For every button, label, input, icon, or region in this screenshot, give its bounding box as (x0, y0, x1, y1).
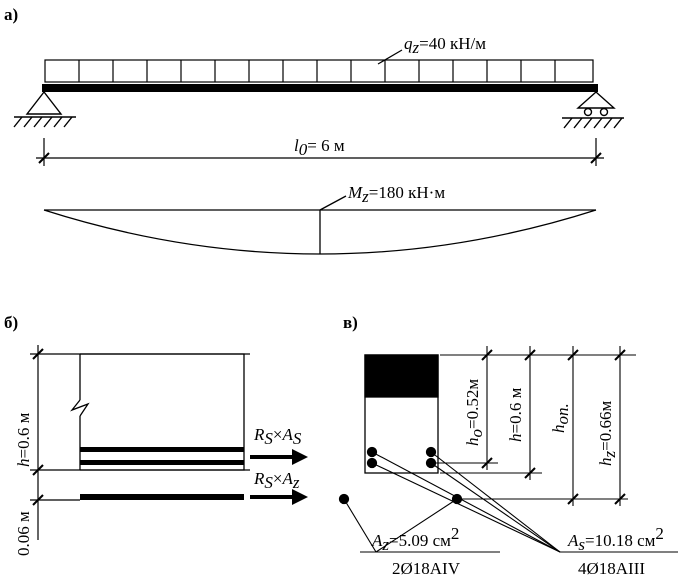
span-label: l0= 6 м (294, 136, 345, 159)
az-bars-label: 2Ø18AIV (392, 559, 461, 578)
az-label: Az=5.09 см2 (371, 524, 459, 554)
cross-section (338, 354, 463, 505)
load-label: qz=40 кН/м (404, 34, 486, 57)
panel-b-height-dimension (30, 345, 250, 540)
leader-lines (343, 451, 678, 553)
panel-b-section (70, 353, 245, 471)
dim-hop-label: hоп. (549, 403, 572, 433)
dim-h-label: h=0.6 м (506, 387, 525, 442)
moment-diagram (43, 195, 597, 255)
panel-a-label: а) (4, 5, 18, 24)
as-label: As=10.18 см2 (567, 524, 664, 554)
section-dimension-lines (481, 346, 626, 506)
force-s-label: RS×AS (253, 425, 302, 448)
panel-b-arrows (250, 449, 308, 505)
span-dimension (36, 138, 604, 166)
dim-hz-label: hz=0.66м (596, 401, 619, 466)
panel-b-gap-label: 0.06 м (14, 511, 33, 556)
dim-h0-label: ho=0.52м (463, 379, 486, 446)
beam (42, 84, 598, 92)
panel-b-rebars (80, 447, 244, 500)
panel-v-label: в) (343, 313, 358, 332)
distributed-load (44, 49, 594, 83)
right-roller-support (562, 91, 624, 129)
left-pin-support (13, 90, 76, 128)
force-z-label: RS×Az (253, 469, 300, 492)
panel-b-label: б) (4, 313, 18, 332)
as-bars-label: 4Ø18AIII (578, 559, 645, 578)
panel-b-height-label: h=0.6 м (14, 412, 33, 467)
moment-label: Mz=180 кН·м (347, 183, 445, 206)
